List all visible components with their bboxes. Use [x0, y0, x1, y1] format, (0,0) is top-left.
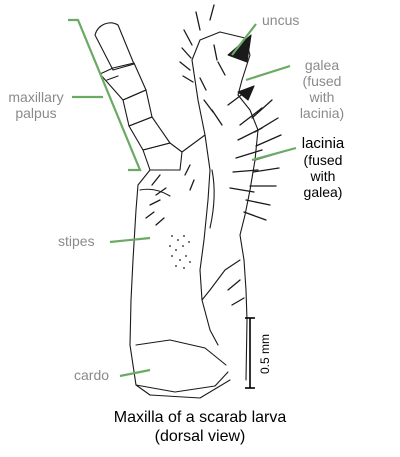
galea-lacinia-drawing	[191, 31, 259, 381]
label-stipes: stipes	[58, 233, 95, 249]
cardo-drawing	[135, 259, 241, 399]
caption-title: Maxilla of a scarab larva	[113, 409, 287, 426]
label-maxillary-palpus: maxillary palpus	[0, 89, 72, 121]
label-cardo: cardo	[74, 367, 110, 383]
label-lacinia-line4: galea)	[303, 184, 343, 200]
label-galea-line1: galea	[304, 57, 340, 73]
label-lacinia: lacinia (fused with galea)	[291, 135, 355, 201]
galea-leader	[245, 64, 291, 82]
setae	[145, 4, 283, 306]
label-galea-line3: with	[309, 89, 335, 105]
caption-subtitle: (dorsal view)	[154, 428, 246, 445]
label-maxillary-line1: maxillary	[8, 89, 64, 105]
scale-bar-label: 0.5 mm	[258, 333, 272, 374]
label-galea-line2: (fused	[302, 73, 342, 89]
maxillary-palpus-bracket	[68, 18, 142, 172]
label-lacinia-line2: (fused	[303, 152, 343, 168]
label-galea: galea (fused with lacinia)	[290, 57, 354, 121]
label-lacinia-line1: lacinia	[301, 135, 345, 152]
label-uncus: uncus	[262, 12, 300, 28]
label-galea-line4: lacinia)	[299, 105, 345, 121]
uncus-tip	[227, 34, 252, 63]
lacinia-leader	[251, 146, 297, 162]
stipes-drawing	[129, 134, 219, 396]
maxillary-palpus-drawing	[94, 22, 183, 171]
cardo-leader	[119, 368, 151, 378]
uncus-secondary-tip	[237, 85, 255, 101]
leader-lines	[68, 18, 297, 378]
stipes-leader	[109, 236, 151, 244]
label-maxillary-line2: palpus	[15, 105, 57, 121]
scale-bar	[245, 317, 255, 389]
stipes-texture-dots	[169, 235, 191, 269]
uncus-leader	[231, 23, 257, 56]
label-lacinia-line3: with	[310, 168, 336, 184]
